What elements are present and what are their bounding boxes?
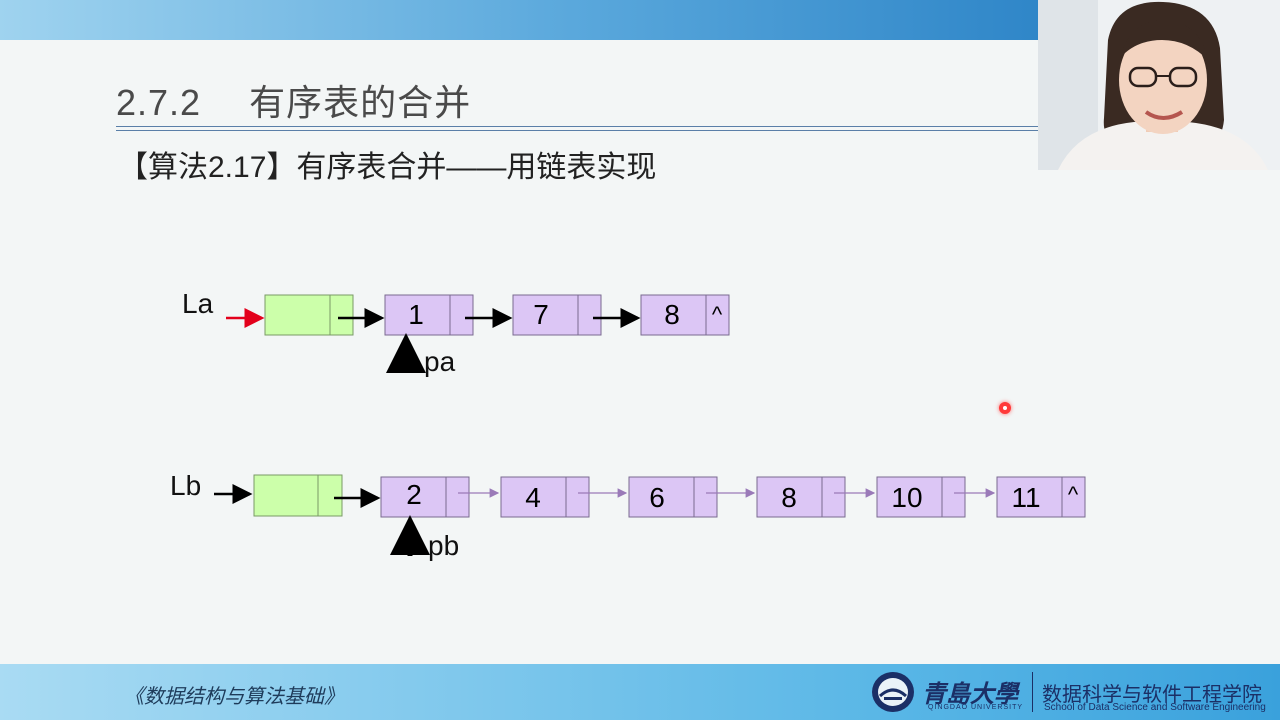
page-title: 2.7.2 有序表的合并 [116, 74, 471, 126]
lb-node-6: 11 ^ [996, 476, 1086, 518]
title-divider [116, 126, 1038, 127]
lb-node-3: 6 [628, 476, 718, 518]
lb-node-5-value: 10 [891, 482, 922, 513]
la-head-node [264, 294, 354, 336]
lb-node-1: 2 [380, 476, 470, 518]
la-node-3: 8 ^ [640, 294, 730, 336]
section-title: 有序表的合并 [249, 82, 472, 123]
title-divider-second [116, 130, 1038, 131]
college-name-cn: 数据科学与软件工程学院 [1042, 684, 1262, 706]
lb-node-2-value: 4 [525, 482, 541, 513]
lb-node-6-value: 11 [1011, 482, 1040, 513]
la-node-1: 1 [384, 294, 474, 336]
lb-null-marker: ^ [1068, 482, 1079, 507]
footer-bar: 《数据结构与算法基础》 青島大學 QINGDAO UNIVERSITY 数据科学… [0, 664, 1280, 720]
presenter-icon [1038, 0, 1280, 170]
university-name-en: QINGDAO UNIVERSITY [928, 704, 1024, 711]
la-node-3-value: 8 [664, 299, 680, 330]
lb-node-3-value: 6 [649, 482, 665, 513]
university-name: 青島大學 [922, 679, 1018, 708]
presenter-webcam [1038, 0, 1280, 170]
footer-divider [1032, 672, 1033, 712]
lb-node-4: 8 [756, 476, 846, 518]
course-name: 《数据结构与算法基础》 [124, 684, 344, 708]
la-node-2: 7 [512, 294, 602, 336]
section-number: 2.7.2 [116, 82, 202, 123]
university-logo-icon [872, 672, 914, 712]
lb-node-1-value: 2 [406, 479, 422, 510]
algorithm-subtitle: 【算法2.17】有序表合并——用链表实现 [118, 151, 657, 184]
college-name-en: School of Data Science and Software Engi… [1044, 702, 1266, 713]
la-node-2-value: 7 [533, 299, 549, 330]
la-null-marker: ^ [712, 302, 723, 327]
lb-head-node [253, 474, 343, 517]
pb-label: pb [428, 530, 460, 561]
lb-node-2: 4 [500, 476, 590, 518]
la-label: La [182, 288, 214, 319]
lb-node-4-value: 8 [781, 482, 797, 513]
la-node-1-value: 1 [408, 299, 424, 330]
laser-pointer-icon [999, 402, 1011, 414]
lb-node-5: 10 [876, 476, 966, 518]
pa-label: pa [424, 346, 456, 377]
top-banner [0, 0, 1040, 40]
lb-label: Lb [170, 470, 202, 501]
